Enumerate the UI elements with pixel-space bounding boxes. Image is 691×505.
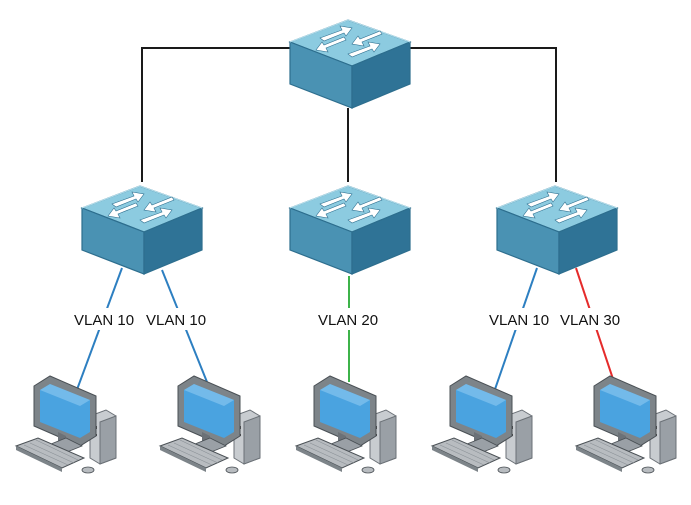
core-switch-icon — [289, 19, 411, 109]
trunk-links — [141, 47, 557, 182]
vlan-label-3: VLAN 20 — [318, 312, 378, 329]
computer-1-icon — [15, 375, 117, 474]
computer-5-icon — [575, 375, 677, 474]
access-switch-left-icon — [81, 185, 203, 275]
vlan-label-4: VLAN 10 — [489, 312, 549, 329]
vlan-label-2: VLAN 10 — [146, 312, 206, 329]
access-switch-right-icon — [496, 185, 618, 275]
trunk-link-left — [141, 47, 290, 182]
computer-4-icon — [431, 375, 533, 474]
access-links — [74, 267, 615, 396]
vlan-labels: VLAN 10 VLAN 10 VLAN 20 VLAN 10 VLAN 30 — [74, 312, 620, 329]
access-switch-middle-icon — [289, 185, 411, 275]
computer-3-icon — [295, 375, 397, 474]
vlan-label-5: VLAN 30 — [560, 312, 620, 329]
link-vlan10-computer-1 — [74, 267, 123, 396]
vlan-label-1: VLAN 10 — [74, 312, 134, 329]
link-vlan10-computer-4 — [492, 267, 538, 396]
trunk-link-right — [408, 47, 557, 182]
computer-2-icon — [159, 375, 261, 474]
